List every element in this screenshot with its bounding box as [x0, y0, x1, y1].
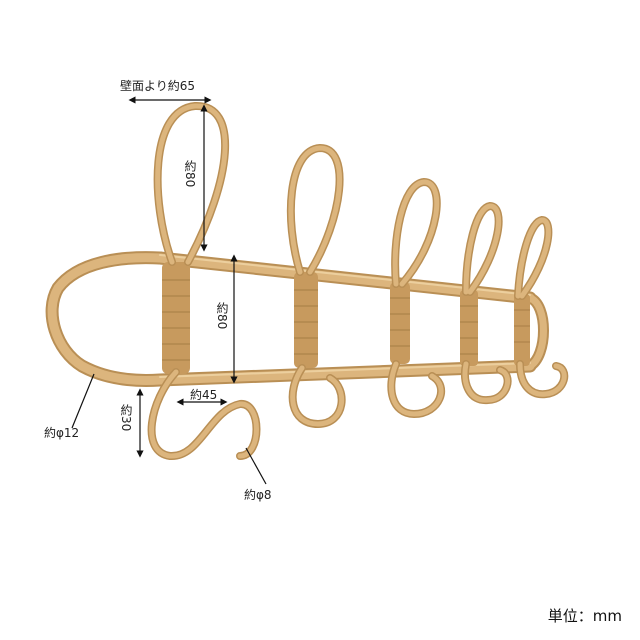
hook-diameter-label: 約φ8: [244, 488, 272, 502]
dimension-lines: [71, 96, 267, 485]
frame-diameter-leader: [71, 373, 95, 429]
hook-diameter-leader: [245, 447, 267, 485]
rattan-bindings: [162, 262, 530, 374]
hook-depth-label: 約45: [190, 388, 218, 402]
wall-depth-label: 壁面より約65: [120, 79, 196, 93]
rattan-hooks: [147, 101, 569, 460]
frame-diameter-label: 約φ12: [44, 426, 80, 440]
hook-drop-label: 約30: [119, 404, 133, 432]
rail-spacing-label: 約80: [215, 302, 229, 330]
hook-height-label: 約80: [183, 160, 197, 188]
unit-label: 単位：mm: [547, 607, 622, 625]
